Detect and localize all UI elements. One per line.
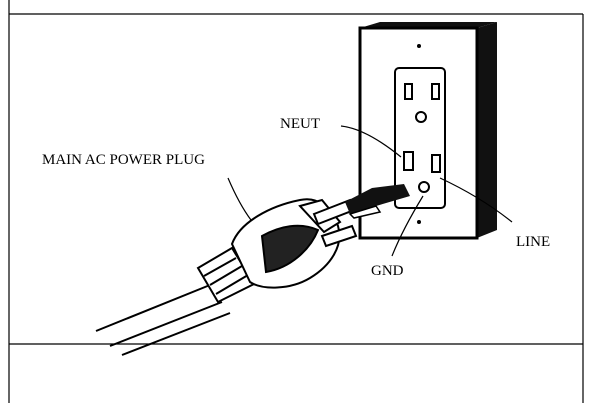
- insertion-arrow-icon: [345, 184, 410, 219]
- diagram-border: [8, 0, 584, 403]
- leader-lines: [227, 125, 513, 257]
- label-gnd: GND: [371, 263, 404, 279]
- label-line: LINE: [516, 234, 550, 250]
- label-main-plug: MAIN AC POWER PLUG: [42, 152, 205, 168]
- wall-outlet-icon: [358, 22, 497, 240]
- label-neut: NEUT: [280, 116, 320, 132]
- power-cord: [95, 284, 231, 356]
- power-plug-icon: [196, 198, 358, 304]
